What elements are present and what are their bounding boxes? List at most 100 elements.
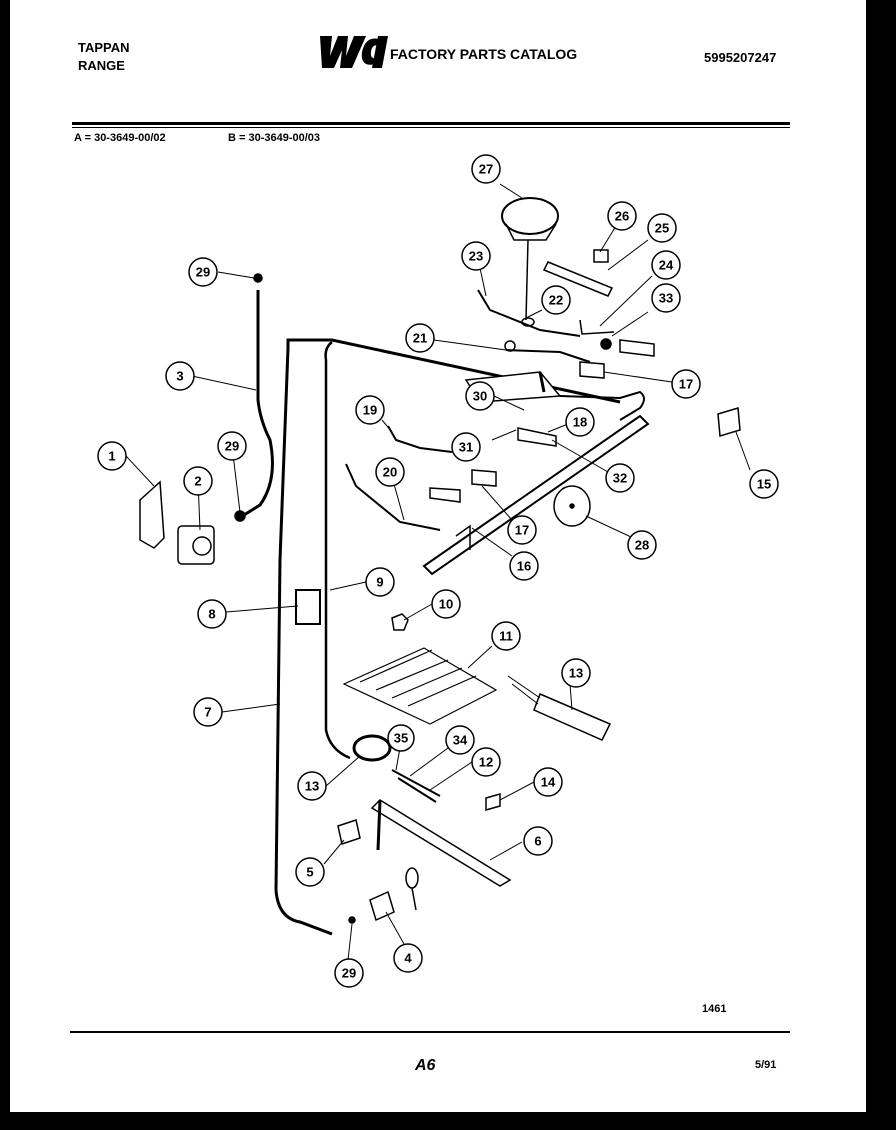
callout-32 <box>605 463 635 493</box>
callout-23 <box>461 241 491 271</box>
callout-6 <box>523 826 553 856</box>
part-13-coil <box>352 734 392 762</box>
wci-logo <box>320 36 388 68</box>
part-11-shield <box>342 647 498 725</box>
callout-label-20: 20 <box>383 465 397 480</box>
part-8-switch <box>295 589 321 625</box>
catalog-title: FACTORY PARTS CATALOG <box>390 46 578 62</box>
callout-2 <box>183 466 213 496</box>
part-4-valve <box>369 890 395 922</box>
callout-29a <box>188 257 218 287</box>
catalog-number: 5995207247 <box>704 50 777 65</box>
callout-label-28: 28 <box>635 538 649 553</box>
part-5-bracket <box>337 819 361 845</box>
callout-24 <box>651 250 681 280</box>
callout-label-1: 1 <box>108 449 115 464</box>
callout-10 <box>431 589 461 619</box>
part-6-burner <box>370 799 512 887</box>
part-27-burner <box>501 197 559 235</box>
callout-5 <box>295 857 325 887</box>
callout-4 <box>393 943 423 973</box>
callout-label-19: 19 <box>363 403 377 418</box>
callout-1 <box>97 441 127 471</box>
callout-14 <box>533 767 563 797</box>
callout-26 <box>607 201 637 231</box>
callout-12 <box>471 747 501 777</box>
callout-label-32: 32 <box>613 471 627 486</box>
callout-16 <box>509 551 539 581</box>
footer-rule <box>70 1031 790 1033</box>
callout-33 <box>651 283 681 313</box>
part-13-igniter <box>533 693 612 741</box>
brand-name: TAPPAN <box>78 40 130 55</box>
part-10-nut <box>391 613 409 631</box>
callout-8 <box>197 599 227 629</box>
callout-label-26: 26 <box>615 209 629 224</box>
callout-label-17a: 17 <box>679 377 693 392</box>
drawing-number: 1461 <box>702 1003 727 1015</box>
callout-3 <box>165 361 195 391</box>
catalog-date: 5/91 <box>755 1059 777 1071</box>
callout-7 <box>193 697 223 727</box>
part-15-clip <box>717 407 741 437</box>
callout-9 <box>365 567 395 597</box>
callout-29c <box>334 958 364 988</box>
part-1-bracket <box>139 480 165 549</box>
product-type: RANGE <box>78 58 125 73</box>
callout-34 <box>445 725 475 755</box>
callout-11 <box>491 621 521 651</box>
callout-label-13b: 13 <box>305 779 319 794</box>
callout-15 <box>749 469 779 499</box>
part-3-tube <box>243 290 274 517</box>
callout-label-9: 9 <box>376 575 383 590</box>
callout-label-2: 2 <box>194 474 201 489</box>
model-b: B = 30-3649-00/03 <box>228 132 321 144</box>
callout-label-12: 12 <box>479 755 493 770</box>
callout-label-10: 10 <box>439 597 453 612</box>
callout-label-8: 8 <box>208 607 215 622</box>
callout-19 <box>355 395 385 425</box>
callout-label-15: 15 <box>757 477 771 492</box>
callout-label-3: 3 <box>176 369 183 384</box>
callout-27 <box>471 154 501 184</box>
callout-25 <box>647 213 677 243</box>
callout-label-21: 21 <box>413 331 427 346</box>
callout-label-29c: 29 <box>342 966 356 981</box>
callout-label-31: 31 <box>459 440 473 455</box>
callout-17b <box>507 515 537 545</box>
callout-label-29b: 29 <box>225 439 239 454</box>
callout-label-29a: 29 <box>196 265 210 280</box>
header-rule-thin <box>72 127 790 128</box>
callout-13a <box>561 658 591 688</box>
model-a: A = 30-3649-00/02 <box>74 132 166 144</box>
part-14-clip <box>485 793 501 811</box>
callout-label-35: 35 <box>394 731 408 746</box>
callout-label-22: 22 <box>549 293 563 308</box>
callout-label-24: 24 <box>659 258 674 273</box>
callout-35 <box>387 724 415 752</box>
callout-label-23: 23 <box>469 249 483 264</box>
callout-21 <box>405 323 435 353</box>
callout-18 <box>565 407 595 437</box>
callout-31 <box>451 432 481 462</box>
callout-label-4: 4 <box>404 951 412 966</box>
part-7-tube <box>274 338 621 936</box>
callout-label-30: 30 <box>473 389 487 404</box>
callout-label-33: 33 <box>659 291 673 306</box>
callout-label-14: 14 <box>541 775 556 790</box>
callout-30 <box>465 381 495 411</box>
callout-label-27: 27 <box>479 162 493 177</box>
part-16-manifold <box>422 414 650 576</box>
callout-28 <box>627 530 657 560</box>
callout-label-17b: 17 <box>515 523 529 538</box>
callout-20 <box>375 457 405 487</box>
callout-label-7: 7 <box>204 705 211 720</box>
header-rule <box>72 122 790 125</box>
callout-label-6: 6 <box>534 834 541 849</box>
callout-17a <box>671 369 701 399</box>
part-25-strip <box>542 261 614 297</box>
callout-label-16: 16 <box>517 559 531 574</box>
callout-label-11: 11 <box>499 629 513 644</box>
